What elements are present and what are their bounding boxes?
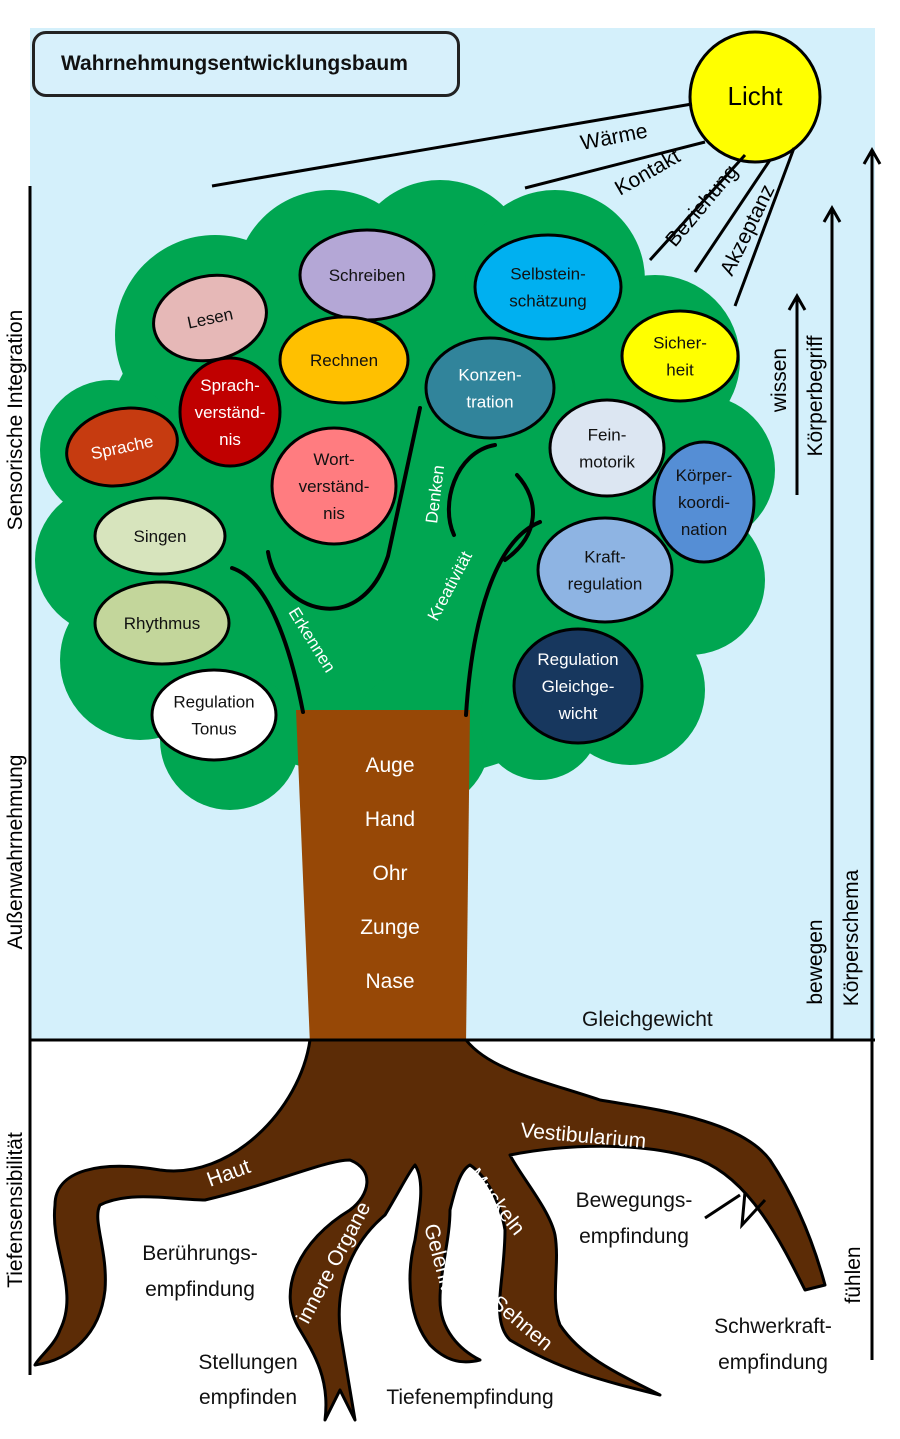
leaf-koerperkoordination: Körper-koordi-nation — [652, 440, 756, 564]
leaf-label: regulation — [568, 575, 643, 594]
label-schwerkraft-1: Schwerkraft- — [714, 1315, 832, 1338]
sun-label: Licht — [728, 81, 784, 111]
leaf-label: verständ- — [299, 477, 370, 496]
leaf-label: Rhythmus — [124, 614, 201, 633]
leaf-label: nis — [219, 430, 241, 449]
leaf-shape — [652, 440, 756, 564]
trunk-sense-label: Hand — [365, 808, 415, 831]
leaf-shape — [620, 309, 740, 403]
leaf-shape — [93, 580, 231, 666]
leaf-shape — [178, 356, 282, 468]
leaf-label: Singen — [134, 527, 187, 546]
label-beruehrung-2: empfindung — [145, 1278, 255, 1301]
leaf-label: motorik — [579, 453, 635, 472]
leaf-label: nation — [681, 520, 727, 539]
left-axis-label-top: Sensorische Integration — [4, 310, 27, 531]
leaf-wortverstaendnis: Wort-verständ-nis — [270, 426, 398, 546]
leaf-label: Wort- — [313, 450, 354, 469]
leaf-sprachverstaendnis: Sprach-verständ-nis — [178, 356, 282, 468]
leaf-label: heit — [666, 361, 694, 380]
leaf-label: Sicher- — [653, 334, 707, 353]
label-bewegung-1: Bewegungs- — [576, 1189, 693, 1212]
leaf-shape — [536, 516, 674, 624]
root-twigs — [704, 1191, 767, 1230]
leaf-label: nis — [323, 504, 345, 523]
leaf-label: Konzen- — [458, 366, 521, 385]
sun-circle — [688, 30, 822, 164]
roots — [33, 1038, 827, 1422]
diagram-title: Wahrnehmungsentwicklungsbaum — [32, 31, 460, 97]
leaf-rhythmus: Rhythmus — [93, 580, 231, 666]
left-axis-label-bottom: Tiefensensibilität — [4, 1132, 27, 1288]
leaf-shape — [473, 233, 623, 341]
leaf-kraftregulation: Kraft-regulation — [536, 516, 674, 624]
ground-label-gleichgewicht: Gleichgewicht — [582, 1008, 713, 1031]
leaf-shape — [548, 398, 666, 498]
leaf-label: Regulation — [537, 650, 618, 669]
leaf-shape — [512, 627, 644, 745]
leaf-label: tration — [466, 393, 513, 412]
label-tiefen: Tiefenempfindung — [386, 1386, 553, 1409]
leaf-shape — [424, 336, 556, 440]
right-label-bewegen: bewegen — [804, 919, 827, 1004]
right-label-fuehlen: fühlen — [842, 1246, 865, 1303]
label-bewegung-2: empfindung — [579, 1225, 689, 1248]
leaf-label: Kraft- — [584, 548, 626, 567]
leaf-feinmotorik: Fein-motorik — [548, 398, 666, 498]
right-arrows — [787, 146, 882, 1360]
leaf-label: Gleichge- — [542, 677, 615, 696]
leaf-label: schätzung — [509, 292, 587, 311]
leaf-rechnen: Rechnen — [278, 315, 410, 405]
leaf-label: koordi- — [678, 493, 730, 512]
leaf-shape — [150, 668, 278, 762]
leaf-lesen: Lesen — [152, 273, 268, 363]
label-beruehrung-1: Berührungs- — [142, 1242, 258, 1265]
leaf-label: Körper- — [676, 466, 733, 485]
leaf-konzentration: Konzen-tration — [424, 336, 556, 440]
leaf-sprache: Sprache — [65, 406, 179, 488]
right-label-koerperschema: Körperschema — [840, 869, 863, 1006]
sun-rays — [211, 102, 796, 307]
leaf-shape — [65, 406, 179, 488]
leaf-singen: Singen — [93, 496, 227, 576]
leaf-label: Tonus — [191, 720, 236, 739]
leaf-label: Selbstein- — [510, 265, 586, 284]
leaf-schreiben: Schreiben — [298, 228, 436, 322]
leaf-label: Sprach- — [200, 376, 260, 395]
leaf-shape — [93, 496, 227, 576]
leaf-label: Fein- — [588, 426, 627, 445]
branches — [230, 406, 542, 717]
trunk-sense-label: Auge — [365, 754, 414, 777]
trunk-sense-label: Zunge — [360, 916, 420, 939]
leaf-label: Regulation — [173, 693, 254, 712]
trunk-sense-label: Ohr — [372, 862, 407, 885]
leaf-selbsteinschaetzung: Selbstein-schätzung — [473, 233, 623, 341]
tree-trunk — [296, 710, 470, 1045]
label-schwerkraft-2: empfindung — [718, 1351, 828, 1374]
left-axis-label-middle: Außenwahrnehmung — [4, 755, 27, 950]
label-stellungen-1: Stellungen — [198, 1351, 297, 1374]
leaf-label: Rechnen — [310, 351, 378, 370]
label-stellungen-2: empfinden — [199, 1386, 297, 1409]
trunk-sense-label: Nase — [365, 970, 414, 993]
leaf-shape — [270, 426, 398, 546]
leaf-group: SchreibenLesenRechnenSprach-verständ-nis… — [65, 228, 756, 762]
right-label-koerperbegriff: Körperbegriff — [804, 335, 827, 456]
leaf-label: wicht — [558, 704, 598, 723]
leaf-sicherheit: Sicher-heit — [620, 309, 740, 403]
leaf-shape — [278, 315, 410, 405]
leaf-label: Schreiben — [329, 266, 406, 285]
leaf-label: verständ- — [195, 403, 266, 422]
right-label-wissen: wissen — [768, 348, 791, 413]
